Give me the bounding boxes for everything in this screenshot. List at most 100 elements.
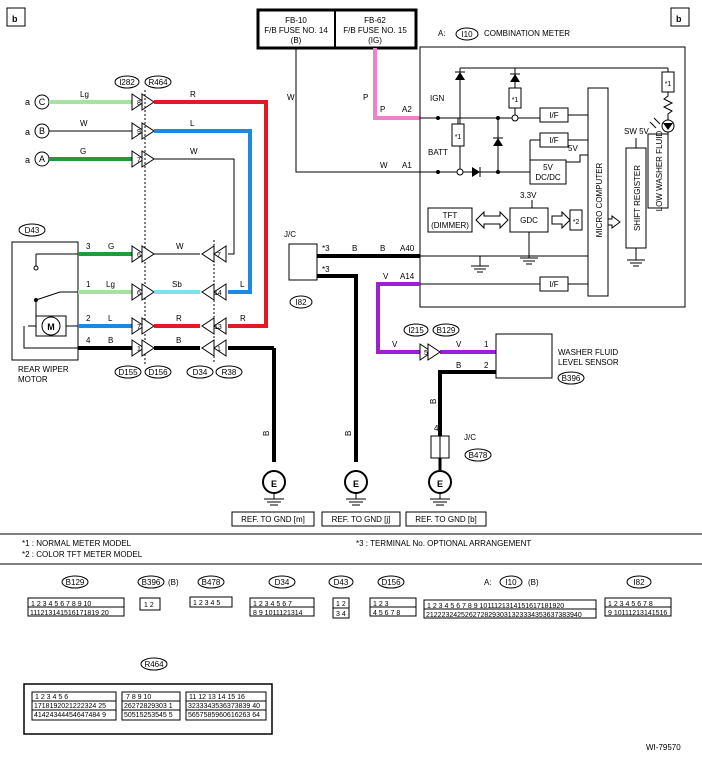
svg-text:1 2 3 4 5 6: 1 2 3 4 5 6 <box>35 694 68 701</box>
svg-text:7: 7 <box>217 252 221 259</box>
svg-text:1 2: 1 2 <box>336 601 346 608</box>
svg-text:3: 3 <box>86 242 91 251</box>
jc-i82-label: J/C <box>284 230 296 239</box>
svg-text:14: 14 <box>214 290 222 297</box>
fuse-fb62-no: F/B FUSE NO. 15 <box>343 26 407 35</box>
svg-text:1 2 3 4 5 6 7 8: 1 2 3 4 5 6 7 8 <box>608 601 653 608</box>
jc-i82-box <box>288 243 318 281</box>
svg-text:1 2: 1 2 <box>144 602 154 609</box>
wire-label-w-a1: W <box>380 161 388 170</box>
conn-i282: I282 <box>119 78 135 87</box>
svg-text:5657585960616263 64: 5657585960616263 64 <box>188 712 260 719</box>
wire-label-lg-motor: Lg <box>106 280 115 289</box>
fuse-fb10-no: F/B FUSE NO. 14 <box>264 26 328 35</box>
washer-term-5: 5 <box>424 350 428 357</box>
svg-text:4 5 6 7 8: 4 5 6 7 8 <box>373 610 400 617</box>
svg-text:B478: B478 <box>202 578 221 587</box>
wire-label-w-mid: W <box>190 147 198 156</box>
conn-d155: D155 <box>118 368 138 377</box>
connector-d34-r38: 7 14 13 1 <box>201 240 227 364</box>
conn-d34: D34 <box>193 368 208 377</box>
view-d34: D34 1 2 3 4 5 6 7 8 9 1011121314 <box>249 575 315 617</box>
svg-text:1: 1 <box>217 346 221 353</box>
svg-text:1 2 3 4 5 6 7: 1 2 3 4 5 6 7 <box>253 601 292 608</box>
cross-ref-group: a C a B a A <box>25 94 50 167</box>
meter-shift-register: SHIFT REGISTER <box>633 165 642 231</box>
washer-conn-b129: B129 <box>437 326 456 335</box>
view-d43: D43 1 2 3 4 <box>328 575 354 619</box>
meter-if-2: I/F <box>549 136 558 145</box>
view-b396: B396 (B) 1 2 <box>137 575 179 611</box>
meter-ign: IGN <box>430 94 444 103</box>
svg-text:8 9 1011121314: 8 9 1011121314 <box>253 610 303 617</box>
washer-conn-b396: B396 <box>562 374 581 383</box>
fuse-fb62-id: FB-62 <box>364 16 386 25</box>
wire-b-sensor-gnd <box>438 370 496 438</box>
svg-text:1: 1 <box>137 346 141 353</box>
view-d156: D156 1 2 3 4 5 6 7 8 <box>369 575 417 617</box>
wire-label-v1: V <box>392 340 398 349</box>
wire-v-a14 <box>376 282 420 354</box>
term-a14: A14 <box>400 272 415 281</box>
meter-star2: *2 <box>573 219 580 226</box>
ground-m: E REF. TO GND [m] <box>231 470 315 527</box>
svg-text:D34: D34 <box>275 578 290 587</box>
svg-text:13: 13 <box>214 324 222 331</box>
washer-term-1: 1 <box>484 340 489 349</box>
svg-text:9 10111213141516: 9 10111213141516 <box>608 610 667 617</box>
wire-label-w-top: W <box>80 119 88 128</box>
svg-text:A:: A: <box>484 578 492 587</box>
ground-e-2: E <box>353 479 359 489</box>
ref-b: B <box>39 126 45 136</box>
wire-star3-a40: *3 <box>322 244 330 253</box>
page-mark-left: b <box>12 14 18 24</box>
fuse-fb62-type: (IG) <box>368 36 382 45</box>
term-a1: A1 <box>402 161 412 170</box>
motor-label-2: MOTOR <box>18 375 48 384</box>
wire-w-mid <box>154 158 235 255</box>
svg-text:6: 6 <box>137 290 141 297</box>
meter-dcdc-v: 5V <box>543 163 553 172</box>
wire-label-b-i82: B <box>344 431 353 436</box>
fuse-fb10-id: FB-10 <box>285 16 307 25</box>
wire-label-r-right: R <box>240 314 246 323</box>
ref-c: C <box>39 97 46 107</box>
svg-text:a: a <box>25 127 30 137</box>
wire-label-v-a14: V <box>383 272 389 281</box>
meter-tft: TFT <box>443 211 458 220</box>
meter-5v: 5V <box>568 144 578 153</box>
svg-text:3233343536373839 40: 3233343536373839 40 <box>188 703 260 710</box>
wire-r-main <box>154 100 268 328</box>
view-b129: B129 1 2 3 4 5 6 7 8 9 10 11121314151617… <box>27 575 125 617</box>
ground-ref-m: REF. TO GND [m] <box>241 515 305 524</box>
wire-label-l-right: L <box>240 280 245 289</box>
svg-text:B: B <box>176 336 181 345</box>
svg-text:D43: D43 <box>25 226 40 235</box>
ground-ref-b: REF. TO GND [b] <box>415 515 477 524</box>
jc-i82-conn: I82 <box>295 298 307 307</box>
svg-text:D43: D43 <box>334 578 349 587</box>
wire-label-v2: V <box>456 340 462 349</box>
note-1: *1 : NORMAL METER MODEL <box>22 539 132 548</box>
wire-l-main <box>154 129 252 294</box>
meter-tft-dimmer: (DIMMER) <box>431 221 469 230</box>
svg-text:W: W <box>176 242 184 251</box>
meter-micro: MICRO COMPUTER <box>595 162 604 237</box>
svg-text:R: R <box>176 314 182 323</box>
ref-a: A <box>39 154 45 164</box>
wire-label-b-motor: B <box>108 336 113 345</box>
svg-text:(B): (B) <box>528 578 539 587</box>
meter-star1-b: *1 <box>455 134 462 141</box>
conn-r38: R38 <box>222 368 237 377</box>
svg-text:7: 7 <box>137 157 141 164</box>
jc-b478-term: 4 <box>434 424 439 433</box>
svg-text:2: 2 <box>86 314 91 323</box>
meter-if-3: I/F <box>549 280 558 289</box>
svg-text:1 2 3: 1 2 3 <box>373 601 389 608</box>
meter-dcdc-label: DC/DC <box>535 173 561 182</box>
ground-j: E REF. TO GND [j] <box>321 470 401 527</box>
svg-text:R464: R464 <box>144 660 164 669</box>
combination-meter: A: I10 COMBINATION METER IGN BATT *1 *1 <box>419 27 686 308</box>
fuse-block: FB-10 F/B FUSE NO. 14 (B) FB-62 F/B FUSE… <box>256 8 418 50</box>
ground-e-3: E <box>437 479 443 489</box>
